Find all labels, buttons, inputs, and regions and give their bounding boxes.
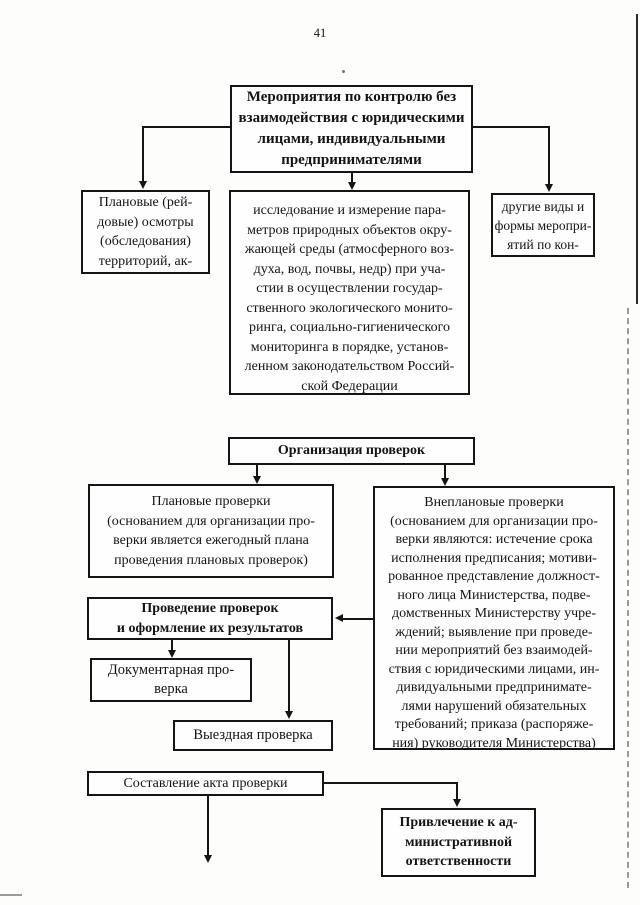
arrowhead-continuation	[204, 855, 212, 863]
node-organization: Организация проверок	[228, 437, 475, 465]
connector-act-right-h	[324, 782, 458, 784]
connector-top-center-v	[351, 173, 353, 183]
connector-top-left-v	[142, 126, 144, 182]
node-scheduled-inspections: Плановые проверки (основанием для органи…	[88, 484, 334, 578]
arrowhead-to-unscheduled	[441, 478, 449, 486]
node-field-inspection: Выездная проверка	[173, 720, 333, 751]
node-documentary-inspection: Документарная про- верка	[90, 658, 252, 702]
connector-org-left-v	[256, 464, 258, 477]
arrowhead-to-documentary	[168, 650, 176, 658]
node-research-measurement: исследование и измерение пара- метров пр…	[229, 190, 470, 395]
connector-conduct-to-field	[288, 640, 290, 712]
connector-act-down-v	[207, 796, 209, 856]
arrowhead-to-field	[285, 711, 293, 719]
node-act-drafting: Составление акта проверки	[87, 771, 324, 796]
arrowhead-to-research	[348, 182, 356, 190]
node-planned-raids: Плановые (рей- довые) осмотры (обследова…	[81, 190, 210, 274]
arrowhead-to-other-forms	[545, 184, 553, 192]
node-control-measures: Мероприятия по контролю без взаимодейств…	[230, 85, 473, 173]
node-other-forms: другие виды и формы меропри- ятий по кон…	[491, 193, 595, 257]
connector-top-right-v	[548, 126, 550, 185]
arrowhead-to-scheduled	[253, 476, 261, 484]
node-unscheduled-inspections: Внеплановые проверки (основанием для орг…	[373, 486, 615, 751]
arrowhead-to-liability	[453, 799, 461, 807]
connector-unscheduled-to-conduct	[343, 618, 373, 620]
arrowhead-to-planned-raids	[139, 181, 147, 189]
connector-conduct-to-documentary	[171, 640, 173, 651]
connector-org-right-v	[444, 464, 446, 479]
node-conduct-inspections: Проведение проверок и оформление их резу…	[87, 597, 333, 640]
page-number: 41	[313, 26, 327, 40]
bottom-edge-mark	[0, 894, 22, 896]
node-administrative-liability: Привлечение к ад- министративной ответст…	[381, 808, 536, 877]
page-edge-dashes	[627, 308, 629, 888]
page-edge-line	[636, 14, 638, 304]
connector-top-right-h	[473, 126, 550, 128]
connector-act-right-v	[456, 782, 458, 800]
connector-top-left-h	[142, 126, 230, 128]
scan-speck	[342, 70, 345, 73]
arrowhead-to-conduct	[335, 614, 343, 622]
